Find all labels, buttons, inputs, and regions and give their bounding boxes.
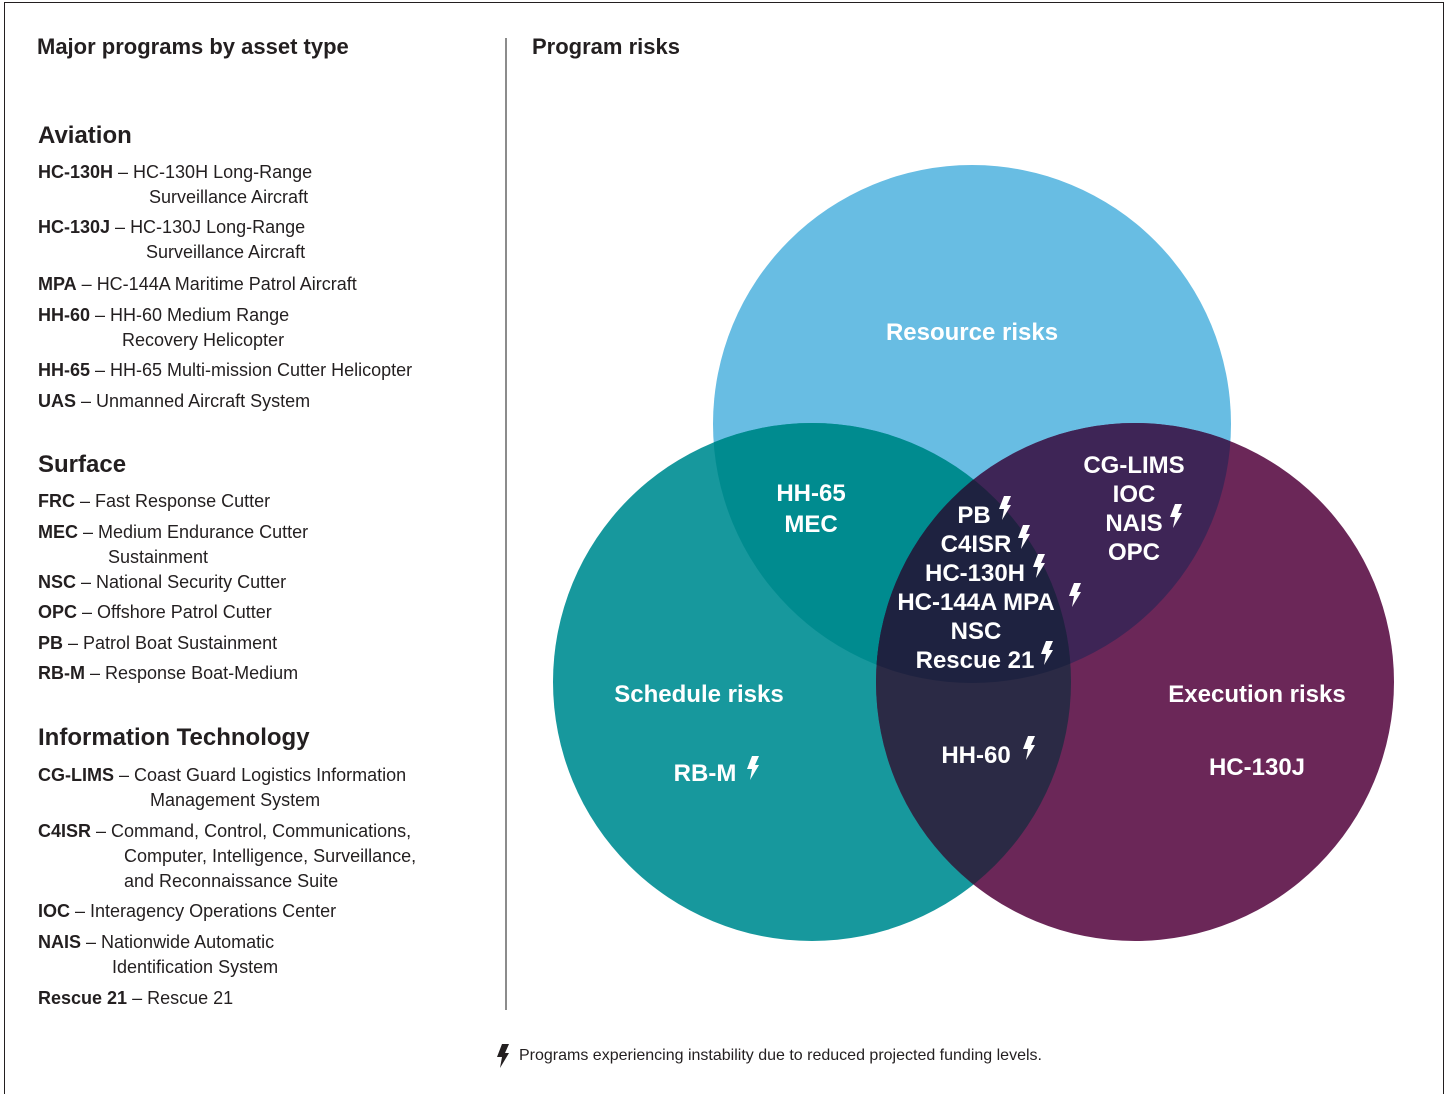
figure-frame	[4, 2, 1444, 1094]
program-desc: Coast Guard Logistics Information	[134, 765, 407, 785]
program-label: MEC	[784, 511, 837, 538]
program-label: RB-M	[674, 760, 737, 787]
program-abbr: RB-M	[38, 663, 85, 683]
program-abbr: HC-130J	[38, 217, 111, 237]
program-desc: Unmanned Aircraft System	[96, 391, 311, 411]
program-item: C4ISR – Command, Control, Communications…	[38, 819, 498, 894]
program-item: PB – Patrol Boat Sustainment	[38, 633, 278, 653]
program-label: HC-130J	[1209, 754, 1305, 781]
program-item: HH-60 – HH-60 Medium Range Recovery Heli…	[38, 303, 498, 353]
program-desc-cont: and Reconnaissance Suite	[124, 871, 339, 891]
program-item: HC-130H – HC-130H Long-Range Surveillanc…	[38, 160, 498, 210]
program-desc: Patrol Boat Sustainment	[83, 633, 278, 653]
program-desc-cont: Computer, Intelligence, Surveillance,	[124, 846, 417, 866]
program-desc: HC-130J Long-Range	[130, 217, 306, 237]
program-label: PB	[957, 502, 990, 529]
program-desc-cont: Management System	[150, 790, 321, 810]
program-abbr: NSC	[38, 572, 77, 592]
program-desc: National Security Cutter	[96, 572, 287, 592]
lightning-bolt-icon	[1041, 641, 1053, 665]
program-label: HC-144A MPA	[897, 589, 1054, 616]
program-label: CG-LIMS	[1083, 452, 1184, 479]
footnote: Programs experiencing instability due to…	[495, 1043, 1042, 1069]
program-desc: HC-144A Maritime Patrol Aircraft	[96, 274, 357, 294]
section-title-information-technology: Information Technology	[38, 724, 310, 751]
program-label: IOC	[1113, 481, 1156, 508]
program-label: NAIS	[1105, 510, 1162, 537]
program-desc: HH-60 Medium Range	[110, 305, 290, 325]
program-item: MPA – HC-144A Maritime Patrol Aircraft	[38, 274, 357, 294]
program-label: OPC	[1108, 539, 1160, 566]
program-desc: Fast Response Cutter	[95, 491, 271, 511]
lightning-bolt-icon	[747, 756, 759, 780]
program-item: OPC – Offshore Patrol Cutter	[38, 602, 272, 622]
program-desc: Rescue 21	[147, 988, 234, 1008]
program-desc-cont: Recovery Helicopter	[122, 330, 285, 350]
program-item: NAIS – Nationwide Automatic Identificati…	[38, 930, 498, 980]
program-item: HC-130J – HC-130J Long-Range Surveillanc…	[38, 215, 498, 265]
program-desc: HH-65 Multi-mission Cutter Helicopter	[110, 360, 413, 380]
program-desc: Nationwide Automatic	[101, 932, 275, 952]
lightning-bolt-icon	[1069, 583, 1081, 607]
section-title-surface: Surface	[38, 451, 127, 478]
program-desc: Interagency Operations Center	[90, 901, 337, 921]
footnote-text: Programs experiencing instability due to…	[519, 1047, 1042, 1064]
program-desc: Offshore Patrol Cutter	[97, 602, 272, 622]
program-item: CG-LIMS – Coast Guard Logistics Informat…	[38, 763, 498, 813]
program-abbr: UAS	[38, 391, 77, 411]
program-label: HH-65	[776, 480, 845, 507]
schedule-risks-label: Schedule risks	[614, 681, 783, 708]
program-label: C4ISR	[941, 531, 1012, 558]
lightning-bolt-icon	[1170, 504, 1182, 528]
program-abbr: Rescue 21	[38, 988, 128, 1008]
program-abbr: MPA	[38, 274, 77, 294]
lightning-bolt-icon	[1033, 554, 1045, 578]
program-item: RB-M – Response Boat-Medium	[38, 663, 299, 683]
program-abbr: PB	[38, 633, 64, 653]
panel-divider	[505, 38, 507, 1010]
lightning-bolt-icon	[1023, 736, 1035, 760]
program-desc-cont: Sustainment	[108, 547, 209, 567]
program-abbr: CG-LIMS	[38, 765, 114, 785]
lightning-bolt-icon	[1018, 525, 1030, 549]
program-abbr: IOC	[38, 901, 71, 921]
program-label: Rescue 21	[916, 647, 1035, 674]
program-desc: Response Boat-Medium	[105, 663, 299, 683]
program-desc-cont: Surveillance Aircraft	[146, 242, 306, 262]
left-panel-title: Major programs by asset type	[37, 34, 349, 59]
program-abbr: OPC	[38, 602, 78, 622]
all-three-overlap	[876, 423, 1071, 683]
program-desc: Command, Control, Communications,	[111, 821, 412, 841]
program-desc: HC-130H Long-Range	[133, 162, 313, 182]
resource-risks-label: Resource risks	[886, 319, 1058, 346]
program-item: FRC – Fast Response Cutter	[38, 491, 271, 511]
program-abbr: MEC	[38, 522, 78, 542]
right-panel-title: Program risks	[532, 34, 680, 59]
lightning-bolt-icon	[999, 496, 1011, 520]
program-abbr: C4ISR	[38, 821, 92, 841]
program-abbr: HH-65	[38, 360, 91, 380]
lightning-bolt-icon	[497, 1044, 509, 1068]
program-abbr: FRC	[38, 491, 75, 511]
program-desc: Medium Endurance Cutter	[98, 522, 309, 542]
program-item: UAS – Unmanned Aircraft System	[38, 391, 311, 411]
program-item: Rescue 21 – Rescue 21	[38, 988, 234, 1008]
program-item: MEC – Medium Endurance Cutter Sustainmen…	[38, 520, 498, 570]
program-item: NSC – National Security Cutter	[38, 572, 287, 592]
program-label: HC-130H	[925, 560, 1025, 587]
program-label: HH-60	[941, 742, 1010, 769]
program-abbr: HC-130H	[38, 162, 114, 182]
program-label: NSC	[951, 618, 1002, 645]
execution-risks-label: Execution risks	[1168, 681, 1345, 708]
program-item: IOC – Interagency Operations Center	[38, 901, 337, 921]
program-abbr: HH-60	[38, 305, 91, 325]
program-desc-cont: Identification System	[112, 957, 279, 977]
program-desc-cont: Surveillance Aircraft	[149, 187, 309, 207]
section-title-aviation: Aviation	[38, 122, 132, 149]
program-abbr: NAIS	[38, 932, 82, 952]
program-item: HH-65 – HH-65 Multi-mission Cutter Helic…	[38, 360, 413, 380]
